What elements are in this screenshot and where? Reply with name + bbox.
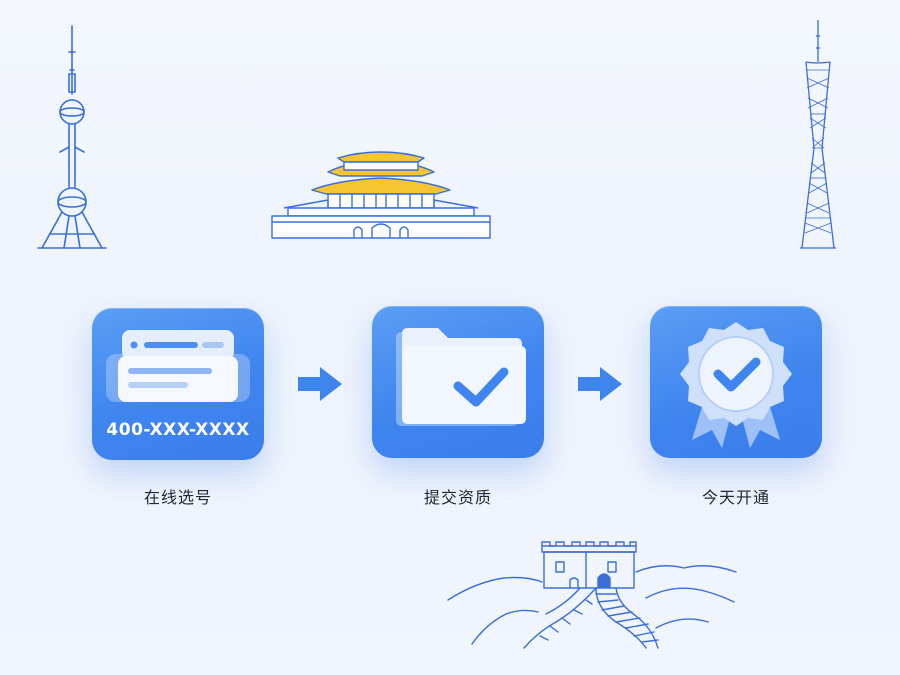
great-wall-landmark [446,538,738,650]
step-label-select-number: 在线选号 [143,488,212,507]
number-card-icon [104,326,252,418]
step-card-activate-today[interactable] [650,306,822,458]
tv-tower-landmark [36,22,108,252]
folder-check-icon [392,328,528,432]
palace-gate-landmark [268,150,494,242]
step-label-submit-documents: 提交资质 [423,488,492,507]
step-card-submit-documents[interactable] [372,306,544,458]
arrow-right-icon [576,364,624,408]
step-label-activate-today: 今天开通 [701,488,770,507]
phone-number-text: 400-XXX-XXXX [106,420,250,440]
canton-tower-landmark [796,18,840,252]
step-card-select-number[interactable]: 400-XXX-XXXX [92,308,264,460]
arrow-right-icon [296,364,344,408]
badge-check-icon [670,314,802,450]
